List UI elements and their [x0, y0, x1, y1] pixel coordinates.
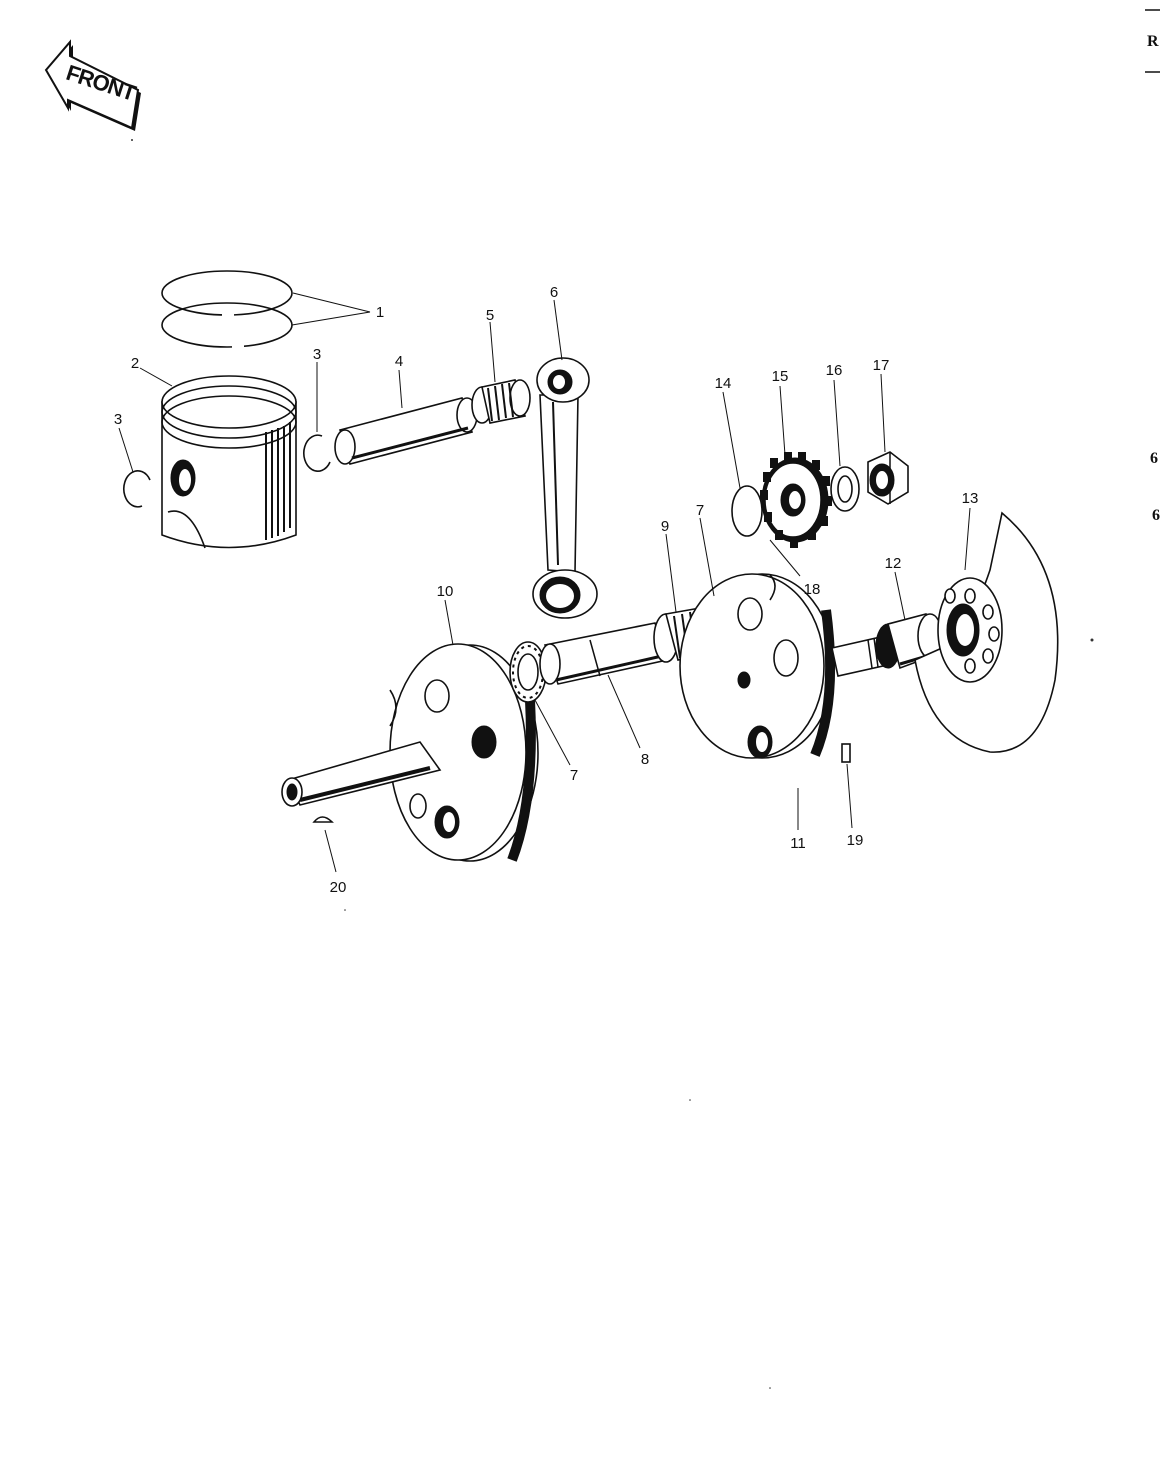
sprocket [760, 452, 832, 548]
edge-mark-a: 6 [1150, 450, 1158, 467]
callout-3-left: 3 [114, 411, 122, 428]
crank-pin [539, 622, 669, 685]
callout-2: 2 [131, 355, 139, 372]
callout-5: 5 [486, 307, 494, 324]
woodruff-key [312, 816, 334, 823]
edge-letter: R [1147, 33, 1159, 50]
front-arrow-icon: FRONT [44, 39, 141, 131]
callout-13: 13 [962, 490, 979, 507]
circlip-right [303, 434, 331, 472]
callout-14: 14 [715, 375, 732, 392]
callout-11: 11 [790, 835, 806, 852]
callout-8: 8 [641, 751, 649, 768]
leader-lines [118, 292, 971, 873]
callout-15: 15 [772, 368, 789, 385]
callout-3-right: 3 [313, 346, 321, 363]
small-end-bearing [471, 379, 531, 424]
callout-19: 19 [847, 832, 864, 849]
callout-7-upper: 7 [696, 502, 704, 519]
dowel-pin [841, 743, 851, 763]
callout-12: 12 [885, 555, 902, 572]
rotor-disc [914, 511, 1059, 753]
circlip-left [123, 470, 151, 508]
callout-16: 16 [826, 362, 843, 379]
callout-6: 6 [550, 284, 558, 301]
callout-labels: 1 2 3 3 4 5 6 7 7 8 9 10 11 12 13 14 15 … [114, 284, 979, 896]
connecting-rod [532, 357, 598, 619]
callout-10: 10 [437, 583, 454, 600]
callout-17: 17 [873, 357, 890, 374]
callout-1: 1 [376, 304, 384, 321]
callout-18: 18 [804, 581, 821, 598]
page-edge-marks: R 6 6 [1145, 9, 1160, 524]
callout-20: 20 [330, 879, 347, 896]
piston-rings [161, 270, 293, 350]
nut [867, 451, 909, 505]
piston [161, 375, 297, 549]
callout-9: 9 [661, 518, 669, 535]
washer [830, 466, 860, 512]
o-ring [731, 485, 763, 537]
scan-specks [131, 139, 1094, 1389]
right-flywheel [679, 573, 836, 759]
edge-mark-b: 6 [1152, 507, 1160, 524]
callout-4: 4 [395, 353, 403, 370]
piston-pin [334, 397, 478, 465]
left-flywheel [281, 643, 539, 862]
callout-7-lower: 7 [570, 767, 578, 784]
